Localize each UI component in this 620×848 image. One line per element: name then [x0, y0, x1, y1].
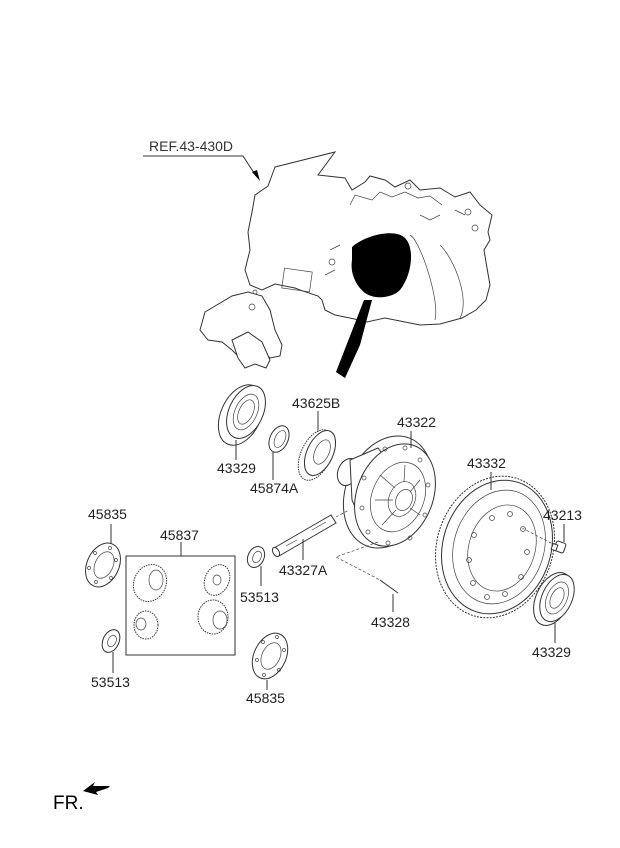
part-45835-washer-upper[interactable]: 45835: [79, 506, 127, 593]
part-number[interactable]: 53513: [91, 674, 130, 690]
part-number[interactable]: 43327A: [279, 562, 328, 578]
part-number[interactable]: 43332: [467, 455, 506, 471]
part-43625B-gear[interactable]: 43625B: [291, 395, 342, 486]
part-45835-washer-lower[interactable]: 45835: [245, 627, 294, 706]
highlight-region: [351, 233, 412, 298]
part-43332-ring-gear[interactable]: 43332: [418, 455, 573, 633]
arrow-icon: [252, 170, 260, 181]
part-45874A-shim[interactable]: 45874A: [250, 423, 299, 496]
front-direction-indicator: FR.: [53, 782, 110, 814]
direction-label: FR.: [53, 793, 84, 814]
part-number[interactable]: 43625B: [292, 395, 340, 411]
part-43322-differential-case[interactable]: 43322: [327, 414, 450, 562]
part-number[interactable]: 53513: [240, 589, 279, 605]
part-43327A-shaft[interactable]: 43327A: [271, 509, 350, 578]
part-number[interactable]: 43329: [532, 644, 571, 660]
transaxle-housing: [199, 151, 493, 378]
part-number[interactable]: 45837: [160, 527, 199, 543]
highlight-pointer: [336, 300, 372, 378]
part-number[interactable]: 45835: [246, 690, 285, 706]
part-45837-gear-kit[interactable]: 45837: [125, 527, 236, 656]
part-43329-bearing-left[interactable]: 43329: [209, 378, 273, 476]
part-number[interactable]: 45874A: [250, 480, 299, 496]
part-number[interactable]: 45835: [88, 506, 127, 522]
reference-label[interactable]: REF.43-430D: [149, 138, 233, 154]
part-number[interactable]: 43322: [397, 414, 436, 430]
part-53513-washer-left[interactable]: 53513: [91, 627, 130, 690]
part-number[interactable]: 43213: [543, 507, 582, 523]
part-43213-bolt[interactable]: 43213: [521, 507, 582, 554]
part-43328-pin[interactable]: 43328: [335, 541, 410, 630]
part-number[interactable]: 43328: [371, 614, 410, 630]
part-number[interactable]: 43329: [217, 460, 256, 476]
direction-arrow-icon: [83, 782, 110, 795]
part-53513-washer-middle[interactable]: 53513: [240, 544, 279, 605]
part-43329-bearing-right[interactable]: 43329: [526, 566, 581, 660]
reference-callout[interactable]: REF.43-430D: [143, 138, 260, 181]
